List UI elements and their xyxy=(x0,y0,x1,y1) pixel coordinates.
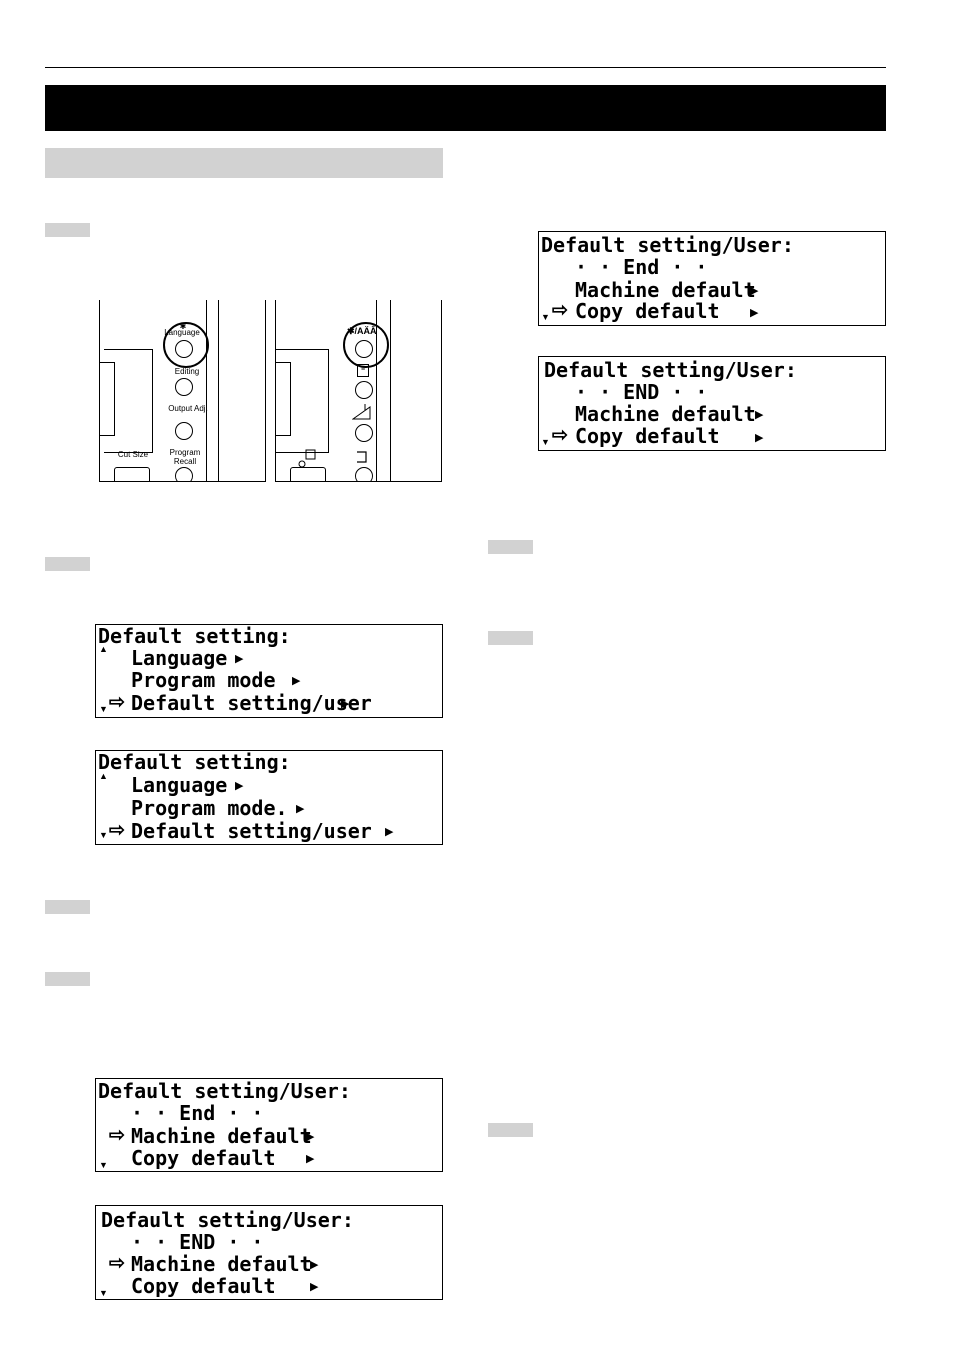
cursor-arrow-icon: ⇨ xyxy=(109,692,125,713)
lcd-line-1: Default setting: xyxy=(98,750,291,774)
program-recall-key[interactable] xyxy=(175,467,193,481)
cursor-arrow-icon: ⇨ xyxy=(552,425,568,446)
cursor-arrow-icon: ⇨ xyxy=(109,820,125,841)
lcd-line-3: Machine default xyxy=(575,402,756,426)
program-recall-icon xyxy=(357,451,367,463)
lcd-line-3: Machine default xyxy=(131,1124,312,1148)
down-arrow-icon: ▼ xyxy=(99,704,108,714)
lcd-line-3: Program mode. xyxy=(131,796,288,820)
step-marker-7 xyxy=(488,1123,533,1137)
operation-panel-illustration-right: ✱/AÄÂ ≡ xyxy=(275,300,442,482)
cut-size-label: Cut Size xyxy=(117,450,149,459)
lcd-line-2: Language xyxy=(131,773,228,797)
lcd-line-1: Default setting/User: xyxy=(544,358,797,382)
submenu-arrow-icon: ▶ xyxy=(292,675,301,687)
lcd-user-setting-c: Default setting/User: · · End · · ⇨ Mach… xyxy=(95,1078,443,1172)
down-arrow-icon: ▼ xyxy=(99,1288,108,1298)
lcd-line-2: · · End · · xyxy=(131,1101,264,1125)
output-adj-key[interactable] xyxy=(175,422,193,440)
lcd-line-4: Copy default xyxy=(575,424,720,448)
submenu-arrow-icon: ▶ xyxy=(306,1153,315,1165)
submenu-arrow-icon: ▶ xyxy=(385,826,394,838)
submenu-arrow-icon: ▶ xyxy=(755,432,764,444)
display-window xyxy=(276,349,329,453)
display-window xyxy=(104,349,153,453)
output-adj-icon xyxy=(352,404,371,420)
step-marker-3 xyxy=(45,900,90,914)
lcd-line-4: Copy default xyxy=(575,299,720,323)
up-arrow-icon: ▲ xyxy=(99,644,108,654)
submenu-arrow-icon: ▶ xyxy=(755,409,764,421)
lcd-line-4: Default setting/user xyxy=(131,691,372,715)
step-marker-1 xyxy=(45,223,90,237)
highlight-circle xyxy=(343,322,389,368)
display-inner xyxy=(100,362,115,436)
lcd-line-1: Default setting/User: xyxy=(541,233,794,257)
cursor-arrow-icon: ⇨ xyxy=(109,1253,125,1274)
lcd-line-1: Default setting: xyxy=(98,624,291,648)
submenu-arrow-icon: ▶ xyxy=(341,698,350,710)
lcd-line-4: Copy default xyxy=(131,1274,276,1298)
editing-label: Editing xyxy=(174,367,200,376)
submenu-arrow-icon: ▶ xyxy=(750,285,759,297)
operation-panel-illustration-left: ✱ Language Editing Output Adj. Cut Size … xyxy=(99,300,266,482)
lcd-line-4: Copy default xyxy=(131,1146,276,1170)
submenu-arrow-icon: ▶ xyxy=(306,1131,315,1143)
panel-edge xyxy=(376,300,377,481)
step-marker-6 xyxy=(488,631,533,645)
program-recall-key[interactable] xyxy=(355,467,373,481)
lcd-line-2: Language xyxy=(131,646,228,670)
down-arrow-icon: ▼ xyxy=(541,437,550,447)
editing-key[interactable] xyxy=(355,381,373,399)
step-marker-4 xyxy=(45,972,90,986)
section-heading-bar xyxy=(45,148,443,178)
cursor-arrow-icon: ⇨ xyxy=(552,300,568,321)
down-arrow-icon: ▼ xyxy=(541,312,550,322)
lcd-default-setting-a: Default setting: ▲ Language ▶ Program mo… xyxy=(95,624,443,718)
lcd-line-1: Default setting/User: xyxy=(98,1079,351,1103)
submenu-arrow-icon: ▶ xyxy=(235,653,244,665)
output-adj-key[interactable] xyxy=(355,424,373,442)
cut-size-key[interactable] xyxy=(290,467,326,481)
editing-icon: ≡ xyxy=(357,364,369,377)
lcd-user-setting-b: Default setting/User: · · END · · Machin… xyxy=(538,356,886,451)
lcd-default-setting-b: Default setting: ▲ Language ▶ Program mo… xyxy=(95,750,443,845)
lcd-line-2: · · End · · xyxy=(575,255,708,279)
panel-edge-2 xyxy=(390,300,391,481)
submenu-arrow-icon: ▶ xyxy=(296,803,305,815)
program-recall-label: Program Recall xyxy=(169,448,201,466)
panel-edge-2 xyxy=(218,300,219,481)
step-marker-2 xyxy=(45,557,90,571)
down-arrow-icon: ▼ xyxy=(99,830,108,840)
lcd-user-setting-d: Default setting/User: · · END · · ⇨ Mach… xyxy=(95,1205,443,1300)
lcd-line-2: · · END · · xyxy=(575,380,708,404)
lcd-line-3: Machine default xyxy=(575,278,756,302)
lcd-line-4: Default setting/user xyxy=(131,819,372,843)
step-marker-5 xyxy=(488,540,533,554)
submenu-arrow-icon: ▶ xyxy=(310,1259,319,1271)
highlight-circle xyxy=(163,322,209,368)
up-arrow-icon: ▲ xyxy=(99,771,108,781)
top-rule xyxy=(45,67,886,68)
lcd-line-3: Machine default xyxy=(131,1252,312,1276)
lcd-line-3: Program mode xyxy=(131,668,276,692)
cut-size-key[interactable] xyxy=(114,467,150,481)
submenu-arrow-icon: ▶ xyxy=(310,1281,319,1293)
submenu-arrow-icon: ▶ xyxy=(235,780,244,792)
display-inner xyxy=(276,362,291,436)
lcd-user-setting-a: Default setting/User: · · End · · Machin… xyxy=(538,231,886,326)
output-adj-label: Output Adj. xyxy=(168,404,208,413)
editing-key[interactable] xyxy=(175,378,193,396)
lcd-line-2: · · END · · xyxy=(131,1230,264,1254)
down-arrow-icon: ▼ xyxy=(99,1160,108,1170)
lcd-line-1: Default setting/User: xyxy=(101,1208,354,1232)
cursor-arrow-icon: ⇨ xyxy=(109,1125,125,1146)
submenu-arrow-icon: ▶ xyxy=(750,307,759,319)
panel-edge xyxy=(206,300,207,481)
chapter-title-bar xyxy=(45,85,886,131)
